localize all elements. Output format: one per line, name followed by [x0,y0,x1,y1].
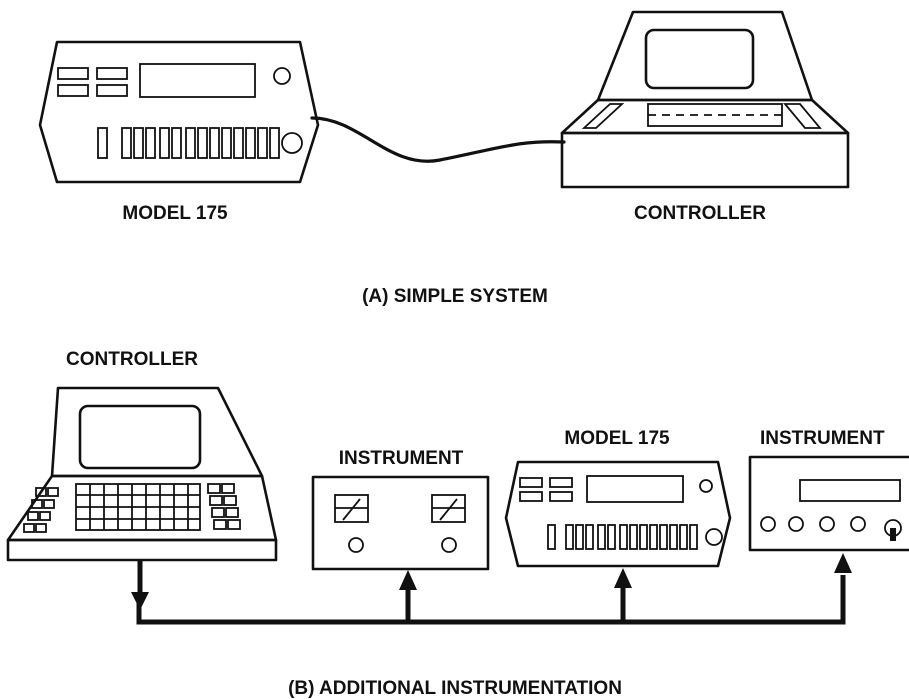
arrow-up-icon [399,570,417,590]
interface-bus [131,553,852,625]
panel-a-simple-system: MODEL 175 CONTROLLER (A) SIMPLE SYSTEM [38,10,850,307]
knob-icon [884,519,902,541]
controller-label-b: CONTROLLER [66,349,198,370]
instrument-2-label: INSTRUMENT [760,428,885,449]
caption-b: (B) ADDITIONAL INSTRUMENTATION [288,678,622,699]
instrument-1-device [311,475,490,571]
model-175-label-a: MODEL 175 [122,203,228,224]
instrument-2-device [748,455,909,552]
arrow-up-icon [614,568,632,588]
keyboard-keys [23,483,241,533]
model-175-device-a [38,40,320,184]
controller-terminal-a [560,10,850,189]
arrow-up-icon [834,553,852,573]
model-175-device-b [504,460,732,568]
meter-left [334,494,369,523]
model-175-label-b: MODEL 175 [564,428,670,449]
model-175-key-row-a [97,127,280,159]
controller-label-a: CONTROLLER [634,203,766,224]
instrument-1-label: INSTRUMENT [339,448,464,469]
arrow-down-icon [131,592,149,610]
interface-cable-a [310,116,566,163]
panel-b-additional-instrumentation: CONTROLLER [6,349,909,699]
caption-a: (A) SIMPLE SYSTEM [362,286,548,307]
controller-terminal-b [6,386,278,562]
model-175-key-row-b [547,524,698,550]
meter-right [431,494,466,523]
